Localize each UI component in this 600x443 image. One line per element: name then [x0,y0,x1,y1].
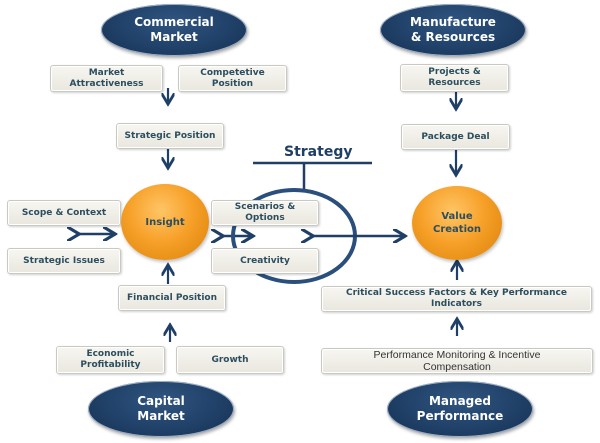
strategic-position-box: Strategic Position [116,123,224,149]
insight-orb: Insight [121,184,209,260]
capital-market-ellipse: Capital Market [88,381,234,437]
performance-monitoring-box: Performance Monitoring & Incentive Compe… [321,348,593,374]
creativity-box: Creativity [211,248,319,274]
package-deal-box: Package Deal [401,124,510,150]
economic-profitability-box: Economic Profitability [56,346,165,374]
growth-box: Growth [176,346,284,374]
projects-resources-box: Projects & Resources [400,64,509,92]
competetive-position-box: Competetive Position [178,65,287,92]
csf-kpi-box: Critical Success Factors & Key Performan… [321,286,592,312]
market-attractiveness-box: Market Attractiveness [50,65,163,92]
scope-context-box: Scope & Context [7,200,121,226]
managed-performance-ellipse: Managed Performance [387,381,533,437]
manufacture-resources-ellipse: Manufacture & Resources [380,4,526,56]
commercial-market-ellipse: Commercial Market [101,4,247,56]
financial-position-box: Financial Position [118,285,226,311]
value-creation-orb: Value Creation [412,186,502,260]
strategic-issues-box: Strategic Issues [7,248,121,274]
scenarios-options-box: Scenarios & Options [211,200,319,226]
strategy-label: Strategy [284,144,353,160]
